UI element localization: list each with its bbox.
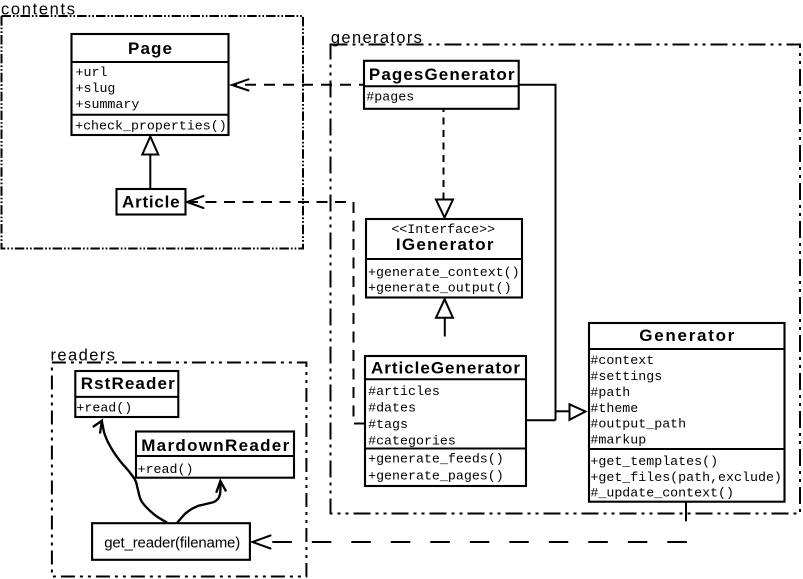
svg-text:+url: +url [76, 65, 108, 80]
svg-text:+generate_context(): +generate_context() [368, 265, 520, 280]
svg-text:PagesGenerator: PagesGenerator [369, 65, 515, 84]
svg-text:MardownReader: MardownReader [141, 436, 289, 455]
svg-text:+check_properties(): +check_properties() [75, 119, 227, 134]
svg-text:+generate_feeds(): +generate_feeds() [368, 451, 504, 466]
svg-text:#output_path: #output_path [590, 417, 686, 432]
svg-text:#pages: #pages [366, 89, 414, 104]
svg-text:+slug: +slug [76, 81, 116, 96]
svg-text:ArticleGenerator: ArticleGenerator [371, 359, 520, 378]
svg-text:#context: #context [590, 353, 654, 368]
svg-text:+generate_output(): +generate_output() [368, 280, 512, 295]
svg-text:contents: contents [1, 1, 75, 19]
svg-text:Article: Article [122, 193, 180, 212]
svg-text:#markup: #markup [590, 433, 646, 448]
svg-text:+get_files(path,exclude): +get_files(path,exclude) [590, 470, 782, 485]
svg-text:get_reader(filename): get_reader(filename) [104, 534, 240, 551]
svg-text:+get_templates(): +get_templates() [590, 454, 718, 469]
svg-text:+read(): +read() [138, 462, 194, 477]
svg-text:+read(): +read() [76, 401, 132, 416]
svg-text:generators: generators [331, 29, 422, 47]
svg-text:readers: readers [51, 347, 116, 365]
svg-text:#categories: #categories [368, 433, 456, 448]
svg-text:+generate_pages(): +generate_pages() [368, 468, 504, 483]
svg-text:#settings: #settings [590, 369, 662, 384]
svg-text:#tags: #tags [368, 417, 408, 432]
svg-text:#articles: #articles [368, 384, 440, 399]
svg-text:#dates: #dates [368, 401, 416, 416]
svg-text:RstReader: RstReader [81, 374, 175, 393]
svg-text:#_update_context(): #_update_context() [590, 486, 734, 501]
svg-text:#path: #path [590, 385, 630, 400]
svg-text:#theme: #theme [590, 401, 638, 416]
svg-text:IGenerator: IGenerator [396, 235, 494, 254]
svg-text:<<Interface>>: <<Interface>> [391, 222, 495, 237]
svg-text:+summary: +summary [76, 97, 140, 112]
